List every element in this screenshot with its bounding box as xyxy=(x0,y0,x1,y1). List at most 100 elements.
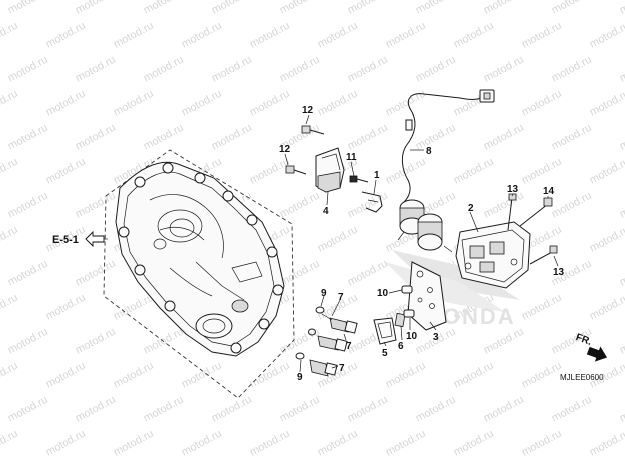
watermark-text: motod.ru xyxy=(74,394,118,425)
watermark-text: motod.ru xyxy=(248,20,292,51)
watermark-text: motod.ru xyxy=(0,88,20,119)
watermark-text: motod.ru xyxy=(452,20,496,51)
bolt-14[interactable] xyxy=(519,197,553,227)
separator-plate-3[interactable] xyxy=(407,261,447,331)
watermark-text: motod.ru xyxy=(550,122,594,153)
bracket-cover-4[interactable] xyxy=(315,147,345,193)
watermark-text: motod.ru xyxy=(414,122,458,153)
watermark-text: motod.ru xyxy=(316,224,360,255)
part-label-13: 13 xyxy=(553,267,565,278)
leader-lines xyxy=(284,114,559,373)
part-label-9: 9 xyxy=(297,372,303,383)
watermark-text: motod.ru xyxy=(414,394,458,425)
watermark-text: motod.ru xyxy=(142,0,186,17)
watermark-text: motod.ru xyxy=(74,122,118,153)
watermark-text: motod.ru xyxy=(414,0,458,17)
watermark-text: motod.ru xyxy=(482,0,526,17)
watermark-text: motod.ru xyxy=(142,394,186,425)
watermark-text: motod.ru xyxy=(210,122,254,153)
rear-cover-casting[interactable] xyxy=(115,161,285,357)
watermark-text: motod.ru xyxy=(482,326,526,357)
watermark-text: motod.ru xyxy=(346,190,390,221)
dowel-10-lower[interactable] xyxy=(403,309,415,318)
watermark-text: motod.ru xyxy=(384,156,428,187)
watermark-text: motod.ru xyxy=(180,428,224,459)
watermark-text: motod.ru xyxy=(520,360,564,391)
bolt-11[interactable] xyxy=(349,175,369,183)
watermark-text: motod.ru xyxy=(44,292,88,323)
watermark-text: motod.ru xyxy=(112,20,156,51)
watermark-text: motod.ru xyxy=(44,20,88,51)
watermark-text: motod.ru xyxy=(618,122,625,153)
watermark-text: motod.ru xyxy=(520,292,564,323)
part-number-labels: 12 12 4 11 1 8 2 13 14 13 3 5 6 10 10 7 … xyxy=(279,105,565,383)
watermark-text: motod.ru xyxy=(44,428,88,459)
watermark-text: motod.ru xyxy=(74,190,118,221)
watermark-text: motod.ru xyxy=(346,0,390,17)
watermark-text: motod.ru xyxy=(0,20,20,51)
part-label-7: 7 xyxy=(338,292,344,303)
reference-arrow-icon xyxy=(85,230,105,248)
part-label-12: 12 xyxy=(279,144,291,155)
watermark-text: motod.ru xyxy=(384,88,428,119)
dowel-10-upper[interactable] xyxy=(401,285,413,294)
bolt-12-upper[interactable] xyxy=(301,125,325,135)
watermark-text: motod.ru xyxy=(588,428,625,459)
watermark-text: motod.ru xyxy=(588,156,625,187)
watermark-text: motod.ru xyxy=(346,122,390,153)
watermark-text: motod.ru xyxy=(414,54,458,85)
watermark-text: motod.ru xyxy=(0,156,20,187)
watermark-text: motod.ru xyxy=(6,122,50,153)
watermark-text: motod.ru xyxy=(550,394,594,425)
watermark-text: motod.ru xyxy=(248,88,292,119)
watermark-text: motod.ru xyxy=(520,428,564,459)
watermark-text: motod.ru xyxy=(316,428,360,459)
watermark-text: motod.ru xyxy=(6,190,50,221)
watermark-text: motod.ru xyxy=(384,428,428,459)
watermark-text: motod.ru xyxy=(0,428,20,459)
watermark-text: motod.ru xyxy=(112,428,156,459)
seal-6[interactable] xyxy=(394,312,406,328)
solenoid-valves[interactable] xyxy=(397,199,453,253)
part-label-3: 3 xyxy=(433,332,439,343)
watermark-text: motod.ru xyxy=(588,292,625,323)
pressure-switch-lower[interactable] xyxy=(309,359,338,377)
clip-bracket-1[interactable] xyxy=(361,191,383,213)
pressure-switch-upper[interactable] xyxy=(321,313,358,334)
watermark-text: motod.ru xyxy=(618,394,625,425)
part-label-7: 7 xyxy=(346,341,352,352)
watermark-text: motod.ru xyxy=(278,190,322,221)
watermark-text: motod.ru xyxy=(0,224,20,255)
reference-link[interactable]: E-5-1 xyxy=(52,230,108,248)
watermark-text: motod.ru xyxy=(278,54,322,85)
watermark-text: motod.ru xyxy=(384,20,428,51)
watermark-text: motod.ru xyxy=(180,20,224,51)
bolt-12-lower[interactable] xyxy=(285,165,307,175)
watermark-text: motod.ru xyxy=(278,0,322,17)
watermark-text: motod.ru xyxy=(346,54,390,85)
watermark-text: motod.ru xyxy=(6,394,50,425)
watermark-text: motod.ru xyxy=(346,394,390,425)
filter-5[interactable] xyxy=(373,317,397,345)
watermark-text: motod.ru xyxy=(6,326,50,357)
wire-harness-8[interactable] xyxy=(401,89,495,203)
pressure-switch-middle[interactable] xyxy=(308,328,348,352)
bolt-13-lower[interactable] xyxy=(529,245,558,265)
diagram-code: MJLEE0600 xyxy=(560,373,604,382)
watermark-text: motod.ru xyxy=(74,0,118,17)
valve-body-2[interactable] xyxy=(455,221,531,289)
part-label-11: 11 xyxy=(346,152,357,163)
watermark-text: motod.ru xyxy=(482,394,526,425)
o-ring-upper[interactable] xyxy=(315,306,325,314)
watermark-text: motod.ru xyxy=(180,360,224,391)
watermark-text: motod.ru xyxy=(278,258,322,289)
part-label-1: 1 xyxy=(374,170,380,181)
watermark-text: motod.ru xyxy=(0,360,20,391)
watermark-text: motod.ru xyxy=(520,88,564,119)
watermark-text: motod.ru xyxy=(482,122,526,153)
bolt-13-upper[interactable] xyxy=(507,193,517,231)
watermark-text: motod.ru xyxy=(588,20,625,51)
o-ring-lower[interactable] xyxy=(295,352,305,360)
watermark-text: motod.ru xyxy=(384,360,428,391)
